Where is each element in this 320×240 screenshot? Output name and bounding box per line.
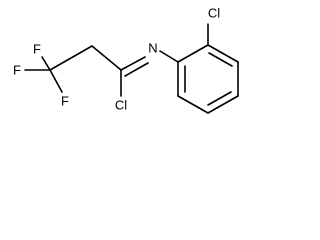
chemical-structure: Cl N Cl F F F bbox=[13, 6, 239, 114]
atom-label-cl-imidoyl: Cl bbox=[115, 98, 127, 113]
bond-ch2-cimine bbox=[91, 45, 122, 71]
bond-c-n-double-a bbox=[120, 56, 146, 71]
bond-n-aryl bbox=[159, 50, 179, 63]
ring-bond-2 bbox=[207, 44, 239, 63]
bond-c-n-double-b bbox=[124, 62, 149, 77]
bond-cf3-ch2 bbox=[49, 45, 93, 71]
ring-inner-double-2 bbox=[207, 91, 232, 106]
atom-label-cl-aryl: Cl bbox=[208, 6, 220, 21]
ring-bond-4 bbox=[207, 95, 239, 114]
ring-bond-5 bbox=[177, 95, 209, 114]
bond-c-f-top bbox=[41, 56, 51, 71]
atom-label-f-bottom: F bbox=[61, 94, 69, 109]
atom-label-f-top: F bbox=[33, 42, 41, 57]
atom-label-f-left: F bbox=[13, 63, 21, 78]
bond-c-f-bottom bbox=[49, 69, 63, 93]
ring-inner-double-1 bbox=[208, 52, 233, 67]
atom-label-n: N bbox=[148, 41, 157, 56]
ring-bond-1 bbox=[177, 44, 209, 63]
